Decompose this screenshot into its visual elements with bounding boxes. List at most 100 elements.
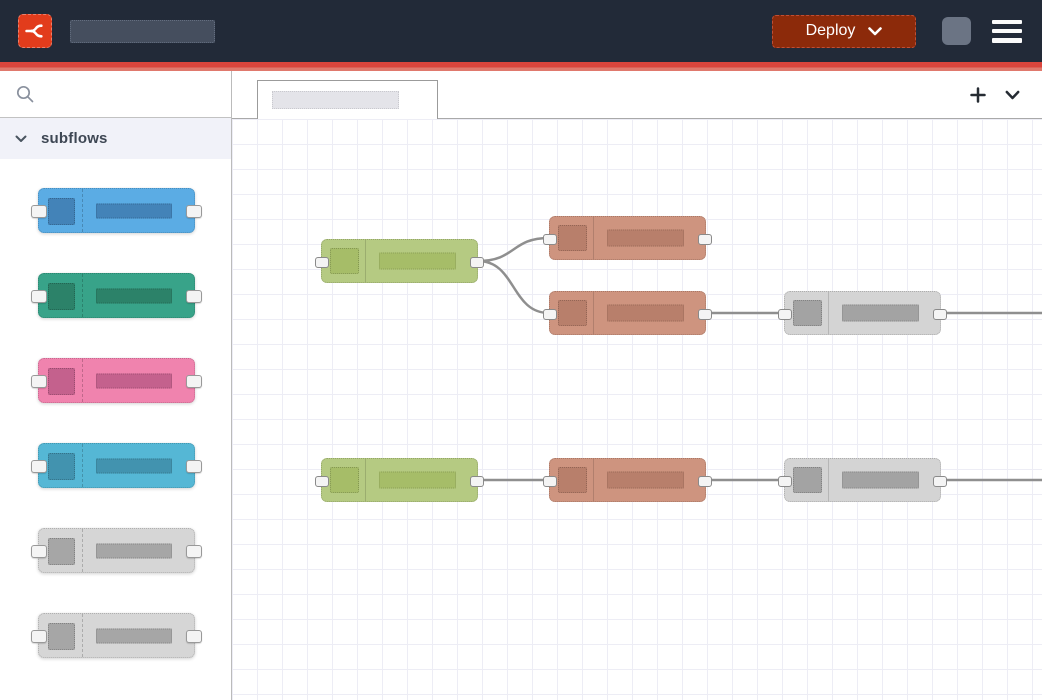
- node-output-port[interactable]: [698, 475, 712, 487]
- flow-node-salmon-1[interactable]: [543, 216, 712, 260]
- palette-node-subflow-pink[interactable]: [31, 358, 202, 403]
- node-separator: [365, 459, 366, 501]
- node-input-port[interactable]: [778, 308, 792, 320]
- node-input-port[interactable]: [778, 475, 792, 487]
- node-icon-placeholder: [558, 467, 587, 493]
- node-label-placeholder: [96, 203, 172, 218]
- palette-search[interactable]: [0, 71, 231, 118]
- node-output-port: [186, 375, 202, 388]
- flow-tab[interactable]: [257, 80, 438, 119]
- node-icon-placeholder: [330, 248, 359, 274]
- node-icon-placeholder: [48, 368, 75, 395]
- node-separator: [365, 240, 366, 282]
- node-label-placeholder: [96, 288, 172, 303]
- node-output-port[interactable]: [470, 256, 484, 268]
- wire-olive-1-to-salmon-1[interactable]: [477, 236, 550, 263]
- node-input-port: [31, 630, 47, 643]
- workspace-title-placeholder: [70, 19, 215, 43]
- node-separator: [82, 189, 83, 232]
- flow-node-salmon-3[interactable]: [543, 458, 712, 502]
- deploy-button[interactable]: Deploy: [772, 14, 916, 48]
- wires-layer: [477, 236, 1042, 482]
- node-output-port[interactable]: [933, 308, 947, 320]
- node-label-placeholder: [96, 373, 172, 388]
- node-output-port: [186, 205, 202, 218]
- hamburger-menu-icon[interactable]: [992, 19, 1022, 43]
- flow-node-salmon-2[interactable]: [543, 291, 712, 335]
- node-icon-placeholder: [558, 225, 587, 251]
- node-red-logo[interactable]: [18, 14, 52, 48]
- palette-node-subflow-gray-1[interactable]: [31, 528, 202, 573]
- flow-tab-label-placeholder: [272, 91, 399, 109]
- node-separator: [82, 529, 83, 572]
- palette-node-subflow-teal[interactable]: [31, 443, 202, 488]
- palette-node-subflow-green[interactable]: [31, 273, 202, 318]
- node-icon-placeholder: [558, 300, 587, 326]
- flow-node-gray-1[interactable]: [778, 291, 947, 335]
- node-output-port: [186, 630, 202, 643]
- user-avatar[interactable]: [942, 17, 971, 45]
- search-icon: [16, 85, 34, 102]
- node-icon-placeholder: [793, 467, 822, 493]
- main-area: subflows: [0, 71, 1042, 700]
- node-input-port: [31, 290, 47, 303]
- node-separator: [593, 292, 594, 334]
- node-icon-placeholder: [48, 283, 75, 310]
- node-input-port[interactable]: [315, 475, 329, 487]
- header: Deploy: [0, 0, 1042, 62]
- tab-actions: [970, 71, 1020, 119]
- node-input-port: [31, 545, 47, 558]
- palette-sidebar: subflows: [0, 71, 232, 700]
- node-input-port[interactable]: [543, 308, 557, 320]
- flow-list-chevron-icon[interactable]: [1005, 90, 1020, 100]
- flow-canvas: [232, 71, 1042, 700]
- flow-node-olive-2[interactable]: [315, 458, 484, 502]
- node-separator: [593, 217, 594, 259]
- node-label-placeholder: [96, 458, 172, 473]
- node-output-port: [186, 290, 202, 303]
- node-separator: [82, 359, 83, 402]
- header-accent-line: [0, 62, 1042, 71]
- node-output-port: [186, 545, 202, 558]
- palette-node-subflow-blue[interactable]: [31, 188, 202, 233]
- node-input-port: [31, 205, 47, 218]
- node-icon-placeholder: [48, 453, 75, 480]
- node-label-placeholder: [379, 252, 456, 270]
- node-input-port[interactable]: [543, 475, 557, 487]
- node-output-port[interactable]: [933, 475, 947, 487]
- palette-node-subflow-gray-2[interactable]: [31, 613, 202, 658]
- node-input-port: [31, 375, 47, 388]
- node-icon-placeholder: [330, 467, 359, 493]
- node-input-port[interactable]: [543, 233, 557, 245]
- node-label-placeholder: [379, 471, 456, 489]
- node-output-port[interactable]: [470, 475, 484, 487]
- node-separator: [828, 459, 829, 501]
- deploy-chevron-down-icon: [868, 26, 883, 35]
- node-label-placeholder: [96, 543, 172, 558]
- flow-tabbar: [232, 71, 1042, 119]
- node-separator: [828, 292, 829, 334]
- node-output-port: [186, 460, 202, 473]
- workspace[interactable]: [232, 119, 1042, 700]
- node-separator: [82, 614, 83, 657]
- node-label-placeholder: [842, 304, 919, 322]
- node-label-placeholder: [607, 471, 684, 489]
- node-icon-placeholder: [48, 198, 75, 225]
- node-icon-placeholder: [48, 623, 75, 650]
- flow-node-olive-1[interactable]: [315, 239, 484, 283]
- palette-section-subflows[interactable]: subflows: [0, 118, 231, 159]
- add-flow-plus-icon[interactable]: [970, 87, 986, 103]
- node-separator: [82, 444, 83, 487]
- node-input-port: [31, 460, 47, 473]
- node-red-logo-icon: [25, 24, 43, 38]
- chevron-down-icon: [15, 135, 27, 142]
- node-label-placeholder: [607, 304, 684, 322]
- node-icon-placeholder: [48, 538, 75, 565]
- wire-olive-1-to-salmon-2[interactable]: [477, 259, 550, 315]
- node-output-port[interactable]: [698, 308, 712, 320]
- palette-list: [0, 159, 231, 698]
- node-separator: [82, 274, 83, 317]
- flow-node-gray-2[interactable]: [778, 458, 947, 502]
- node-input-port[interactable]: [315, 256, 329, 268]
- node-output-port[interactable]: [698, 233, 712, 245]
